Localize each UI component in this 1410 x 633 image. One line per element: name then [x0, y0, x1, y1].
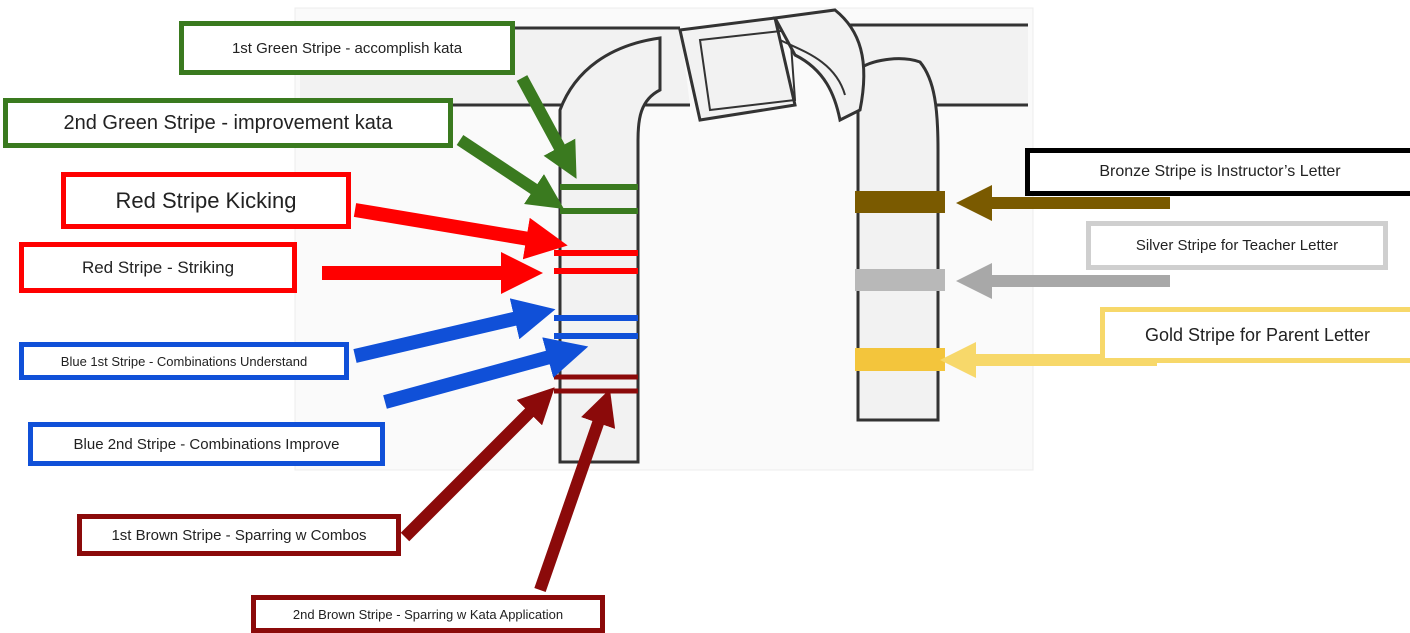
label-green-stripe-1: 1st Green Stripe - accomplish kata [179, 21, 515, 75]
belt-knot [678, 8, 866, 123]
silver-stripe [855, 269, 945, 291]
label-red-stripe-striking: Red Stripe - Striking [19, 242, 297, 293]
brown-arrow-2 [534, 388, 616, 592]
bronze-stripe [855, 191, 945, 213]
label-bronze-stripe: Bronze Stripe is Instructor’s Letter [1025, 148, 1410, 196]
label-brown-stripe-1: 1st Brown Stripe - Sparring w Combos [77, 514, 401, 556]
brown-arrow-1 [400, 387, 555, 542]
green-arrow-1 [516, 75, 577, 179]
green-arrow-2 [456, 134, 565, 209]
blue-arrow-2 [383, 337, 589, 409]
label-blue-stripe-2: Blue 2nd Stripe - Combinations Improve [28, 422, 385, 466]
belt-right-end [856, 57, 940, 422]
label-green-stripe-2: 2nd Green Stripe - improvement kata [3, 98, 453, 148]
blue-arrow-1 [353, 298, 556, 363]
label-silver-stripe: Silver Stripe for Teacher Letter [1086, 221, 1388, 270]
label-red-stripe-kicking: Red Stripe Kicking [61, 172, 351, 229]
gold-stripe [855, 348, 945, 371]
label-brown-stripe-2: 2nd Brown Stripe - Sparring w Kata Appli… [251, 595, 605, 633]
label-gold-stripe: Gold Stripe for Parent Letter [1100, 307, 1410, 363]
red-arrow-1 [353, 203, 568, 260]
label-blue-stripe-1: Blue 1st Stripe - Combinations Understan… [19, 342, 349, 380]
